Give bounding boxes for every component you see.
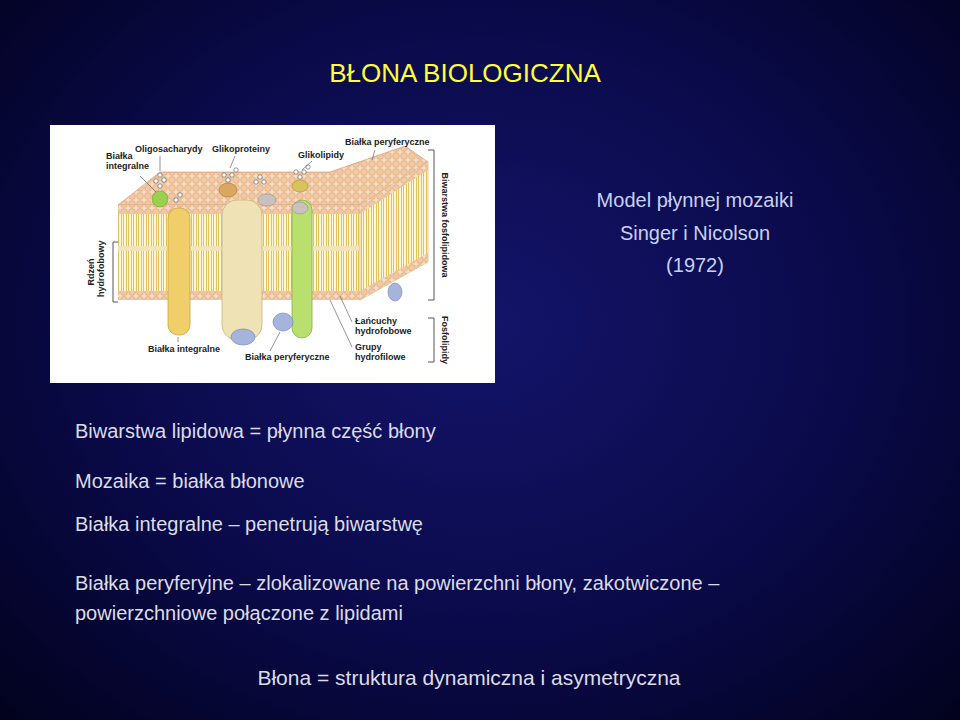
illustration-label: Glikoproteiny	[212, 144, 270, 154]
illustration-label: Białka peryferyczne	[245, 352, 330, 362]
illustration-ground	[50, 125, 495, 383]
path-shape	[428, 150, 434, 300]
line-shape	[140, 176, 156, 192]
rect-shape	[292, 200, 312, 338]
circle-shape	[234, 168, 238, 172]
ellipse-shape	[219, 183, 237, 197]
rect-shape	[168, 208, 190, 335]
line-shape	[160, 156, 161, 171]
polygon-shape	[360, 162, 428, 300]
line-shape	[270, 332, 280, 351]
circle-shape	[230, 173, 234, 177]
body-line: Biwarstwa lipidowa = płynna część błony	[75, 419, 875, 443]
circle-shape	[262, 180, 266, 184]
path-shape	[113, 242, 118, 302]
circle-shape	[302, 170, 306, 174]
ellipse-shape	[292, 202, 308, 214]
leader-lines	[140, 150, 375, 351]
path-shape	[428, 318, 434, 362]
circle-shape	[158, 184, 162, 188]
illustration-label: Glikolipidy	[298, 150, 344, 160]
polygon-shape	[360, 162, 428, 214]
slide-title: BŁONA BIOLOGICZNA	[0, 58, 930, 89]
circle-shape	[178, 193, 182, 197]
body-line: Mozaika = białka błonowe	[75, 469, 875, 493]
illustration-label: Białka integralne	[148, 344, 220, 354]
model-note: Model płynnej mozaiki	[545, 188, 845, 212]
circle-shape	[158, 173, 162, 177]
line-shape	[178, 337, 179, 342]
illustration-label: Białka integralne	[106, 151, 158, 172]
model-note: (1972)	[545, 253, 845, 277]
line-shape	[340, 296, 352, 322]
circle-shape	[174, 198, 178, 202]
ellipse-shape	[231, 329, 255, 345]
polygon-shape	[360, 253, 428, 300]
illustration-label: Rdzeń hydrofobowy	[86, 247, 107, 297]
rect-shape	[222, 200, 262, 340]
ellipse-shape	[273, 313, 293, 331]
body-line: Białka integralne – penetrują biwarstwę	[75, 512, 875, 536]
line-shape	[330, 300, 352, 347]
brackets	[113, 150, 434, 362]
circle-shape	[152, 191, 168, 207]
line-shape	[230, 156, 235, 168]
illustration-label: Grupy hydrofilowe	[355, 342, 417, 363]
illustration-label: Białka peryferyczne	[345, 137, 430, 147]
circle-shape	[258, 175, 262, 179]
illustration-label: Oligosacharydy	[135, 144, 203, 154]
illustration-label: Łańcuchy hydrofobowe	[355, 316, 417, 337]
circle-shape	[254, 180, 258, 184]
lipid-bilayer	[118, 146, 428, 300]
ellipse-shape	[292, 180, 308, 192]
circle-shape	[222, 173, 226, 177]
ellipse-shape	[388, 283, 402, 301]
circle-shape	[306, 165, 310, 169]
circle-shape	[298, 175, 302, 179]
summary-line: Błona = struktura dynamiczna i asymetryc…	[0, 665, 956, 690]
illustration-label: Fosfolipidy	[440, 316, 450, 364]
circle-shape	[162, 178, 166, 182]
line-shape	[302, 161, 312, 170]
line-shape	[372, 150, 375, 160]
oligosaccharide-chains	[154, 165, 310, 202]
circle-shape	[294, 170, 298, 174]
model-note: Singer i Nicolson	[545, 221, 845, 245]
illustration-label: Biwarstwa fosfolipidowa	[440, 172, 450, 277]
circle-shape	[226, 178, 230, 182]
circle-shape	[154, 179, 158, 183]
ellipse-shape	[258, 194, 276, 206]
body-line: Białka peryferyjne – zlokalizowane na po…	[75, 568, 765, 628]
